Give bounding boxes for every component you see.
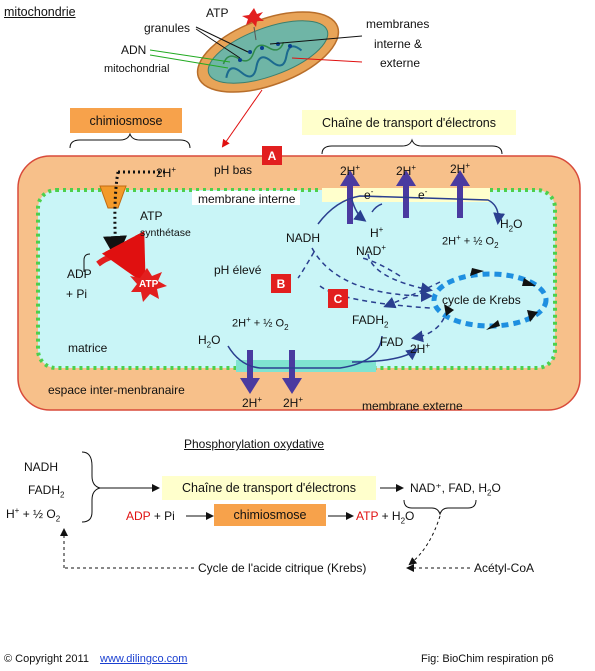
proton-pump-arrows xyxy=(317,170,506,225)
h-plus-label: H+ xyxy=(370,225,384,240)
summary-products: NAD⁺, FAD, H2O xyxy=(410,481,501,498)
e-minus-text-b: e xyxy=(418,188,425,202)
summary-nadh: NADH xyxy=(24,460,59,474)
ph-bas-label: pH bas xyxy=(214,163,253,177)
two-h-text-c: 2H xyxy=(396,164,412,178)
membrane-interne-band xyxy=(192,191,300,205)
summary-brace xyxy=(81,451,101,523)
summary-fadh2: FADH2 xyxy=(28,483,65,500)
fad-label: FAD xyxy=(380,335,404,349)
summary-pi-text: + Pi xyxy=(153,509,175,523)
h-plus-text: H xyxy=(370,226,379,240)
summary-fadh-text: FADH xyxy=(28,483,61,497)
fadh-text: FADH xyxy=(352,313,385,327)
two-h-text-f: 2H xyxy=(410,342,426,356)
h2o-etc: H2O xyxy=(500,217,523,234)
half-o2-text-a: + ½ O xyxy=(463,235,495,248)
chimiosmose-box: chimiosmose xyxy=(70,108,182,133)
mitochondrion-illustration xyxy=(149,8,363,148)
mitochondrial-label: mitochondrial xyxy=(104,63,170,75)
e-minus-text-a: e xyxy=(364,188,371,202)
badge-c: C xyxy=(328,289,348,308)
atp-star-icon xyxy=(130,268,167,302)
half-o2-text-b: + ½ O xyxy=(253,317,285,330)
footer-copyright: © Copyright 2011 xyxy=(4,653,89,665)
two-h-etc-2: 2H+ xyxy=(396,163,417,178)
atp-star-label: ATP xyxy=(139,279,159,290)
summary-chimiosmose-box: chimiosmose xyxy=(214,504,326,526)
chaine-transport-box: Chaîne de transport d'électrons xyxy=(302,110,516,135)
atp-label-top: ATP xyxy=(206,6,229,20)
two-h-half-o2-bottom: 2H+ + ½ O2 xyxy=(232,315,289,332)
two-h-text-h: 2H xyxy=(242,396,258,410)
nad-plus-label: NAD+ xyxy=(356,243,387,258)
two-h-bottom-2: 2H+ xyxy=(283,395,304,410)
two-h-bottom-1: 2H+ xyxy=(242,395,263,410)
two-h-etc-1: 2H+ xyxy=(340,163,361,178)
externe-label: externe xyxy=(380,56,421,70)
two-h-fad: 2H+ xyxy=(410,341,431,356)
membrane-externe-label: membrane externe xyxy=(362,399,463,413)
membrane-bottom-band xyxy=(236,360,376,372)
summary-atp-text: ATP xyxy=(356,509,379,523)
summary-h-o2: H+ + ½ O2 xyxy=(6,506,61,524)
h2o-text-a: H xyxy=(500,217,509,231)
two-h-text-a: 2H xyxy=(156,166,172,180)
footer-fig: Fig: BioChim respiration p6 xyxy=(421,653,554,665)
summary-products-text: NAD⁺, FAD, H xyxy=(410,481,488,495)
nad-plus-text: NAD xyxy=(356,244,382,258)
adn-label: ADN xyxy=(121,43,147,57)
summary-title: Phosphorylation oxydative xyxy=(184,437,325,451)
fadh2-label: FADH2 xyxy=(352,313,389,330)
summary-h-text: H xyxy=(6,507,15,521)
adp-label: ADP xyxy=(67,267,92,281)
atp-star-small-icon xyxy=(242,8,264,27)
summary-h2o-text: + H xyxy=(381,509,401,523)
matrice-label: matrice xyxy=(68,341,108,355)
e-minus-1: e- xyxy=(364,187,374,202)
two-h-text-d: 2H xyxy=(450,162,466,176)
membranes-label: membranes xyxy=(366,17,430,31)
chimiosmose-brace xyxy=(69,132,191,149)
summary-o2-text: + ½ O xyxy=(22,507,56,521)
footer-link[interactable]: www.dilingco.com xyxy=(100,653,188,665)
ph-eleve-label: pH élevé xyxy=(214,263,262,277)
two-h-half-o2-etc: 2H+ + ½ O2 xyxy=(442,233,499,250)
krebs-label: cycle de Krebs xyxy=(442,293,521,307)
h2o-text-b: H xyxy=(198,333,207,347)
chaine-brace xyxy=(321,138,503,155)
espace-label: espace inter-menbranaire xyxy=(48,383,185,397)
summary-chaine-box: Chaîne de transport d'électrons xyxy=(162,476,376,500)
two-h-text-i: 2H xyxy=(283,396,299,410)
badge-b: B xyxy=(271,274,291,293)
two-h-text-g: 2H xyxy=(232,317,247,330)
granules-label: granules xyxy=(144,21,191,35)
summary-atp-h2o: ATP + H2O xyxy=(356,509,415,526)
two-h-etc-3: 2H+ xyxy=(450,161,471,176)
summary-adp-pi: ADP + Pi xyxy=(126,510,175,522)
pi-label: + Pi xyxy=(66,287,88,301)
interne-label: interne & xyxy=(374,37,423,51)
two-h-atp-label: 2H+ xyxy=(156,165,177,180)
summary-cycle: Cycle de l'acide citrique (Krebs) xyxy=(198,561,367,575)
badge-a: A xyxy=(262,146,282,165)
h2o-bottom: H2O xyxy=(198,333,221,350)
nadh-label: NADH xyxy=(286,231,321,245)
krebs-cycle-ring xyxy=(431,271,549,329)
summary-adp-text: ADP xyxy=(126,509,151,523)
atp-synthetase-label-1: ATP xyxy=(140,209,163,223)
e-minus-2: e- xyxy=(418,187,428,202)
page-title: mitochondrie xyxy=(4,5,76,19)
two-h-text-e: 2H xyxy=(442,235,457,248)
atp-synthetase-label-2: synthétase xyxy=(140,227,191,239)
summary-acetyl: Acétyl-CoA xyxy=(474,561,535,575)
two-h-text-b: 2H xyxy=(340,164,356,178)
atp-synthetase-icon xyxy=(99,185,127,209)
membrane-interne-label: membrane interne xyxy=(198,192,296,206)
